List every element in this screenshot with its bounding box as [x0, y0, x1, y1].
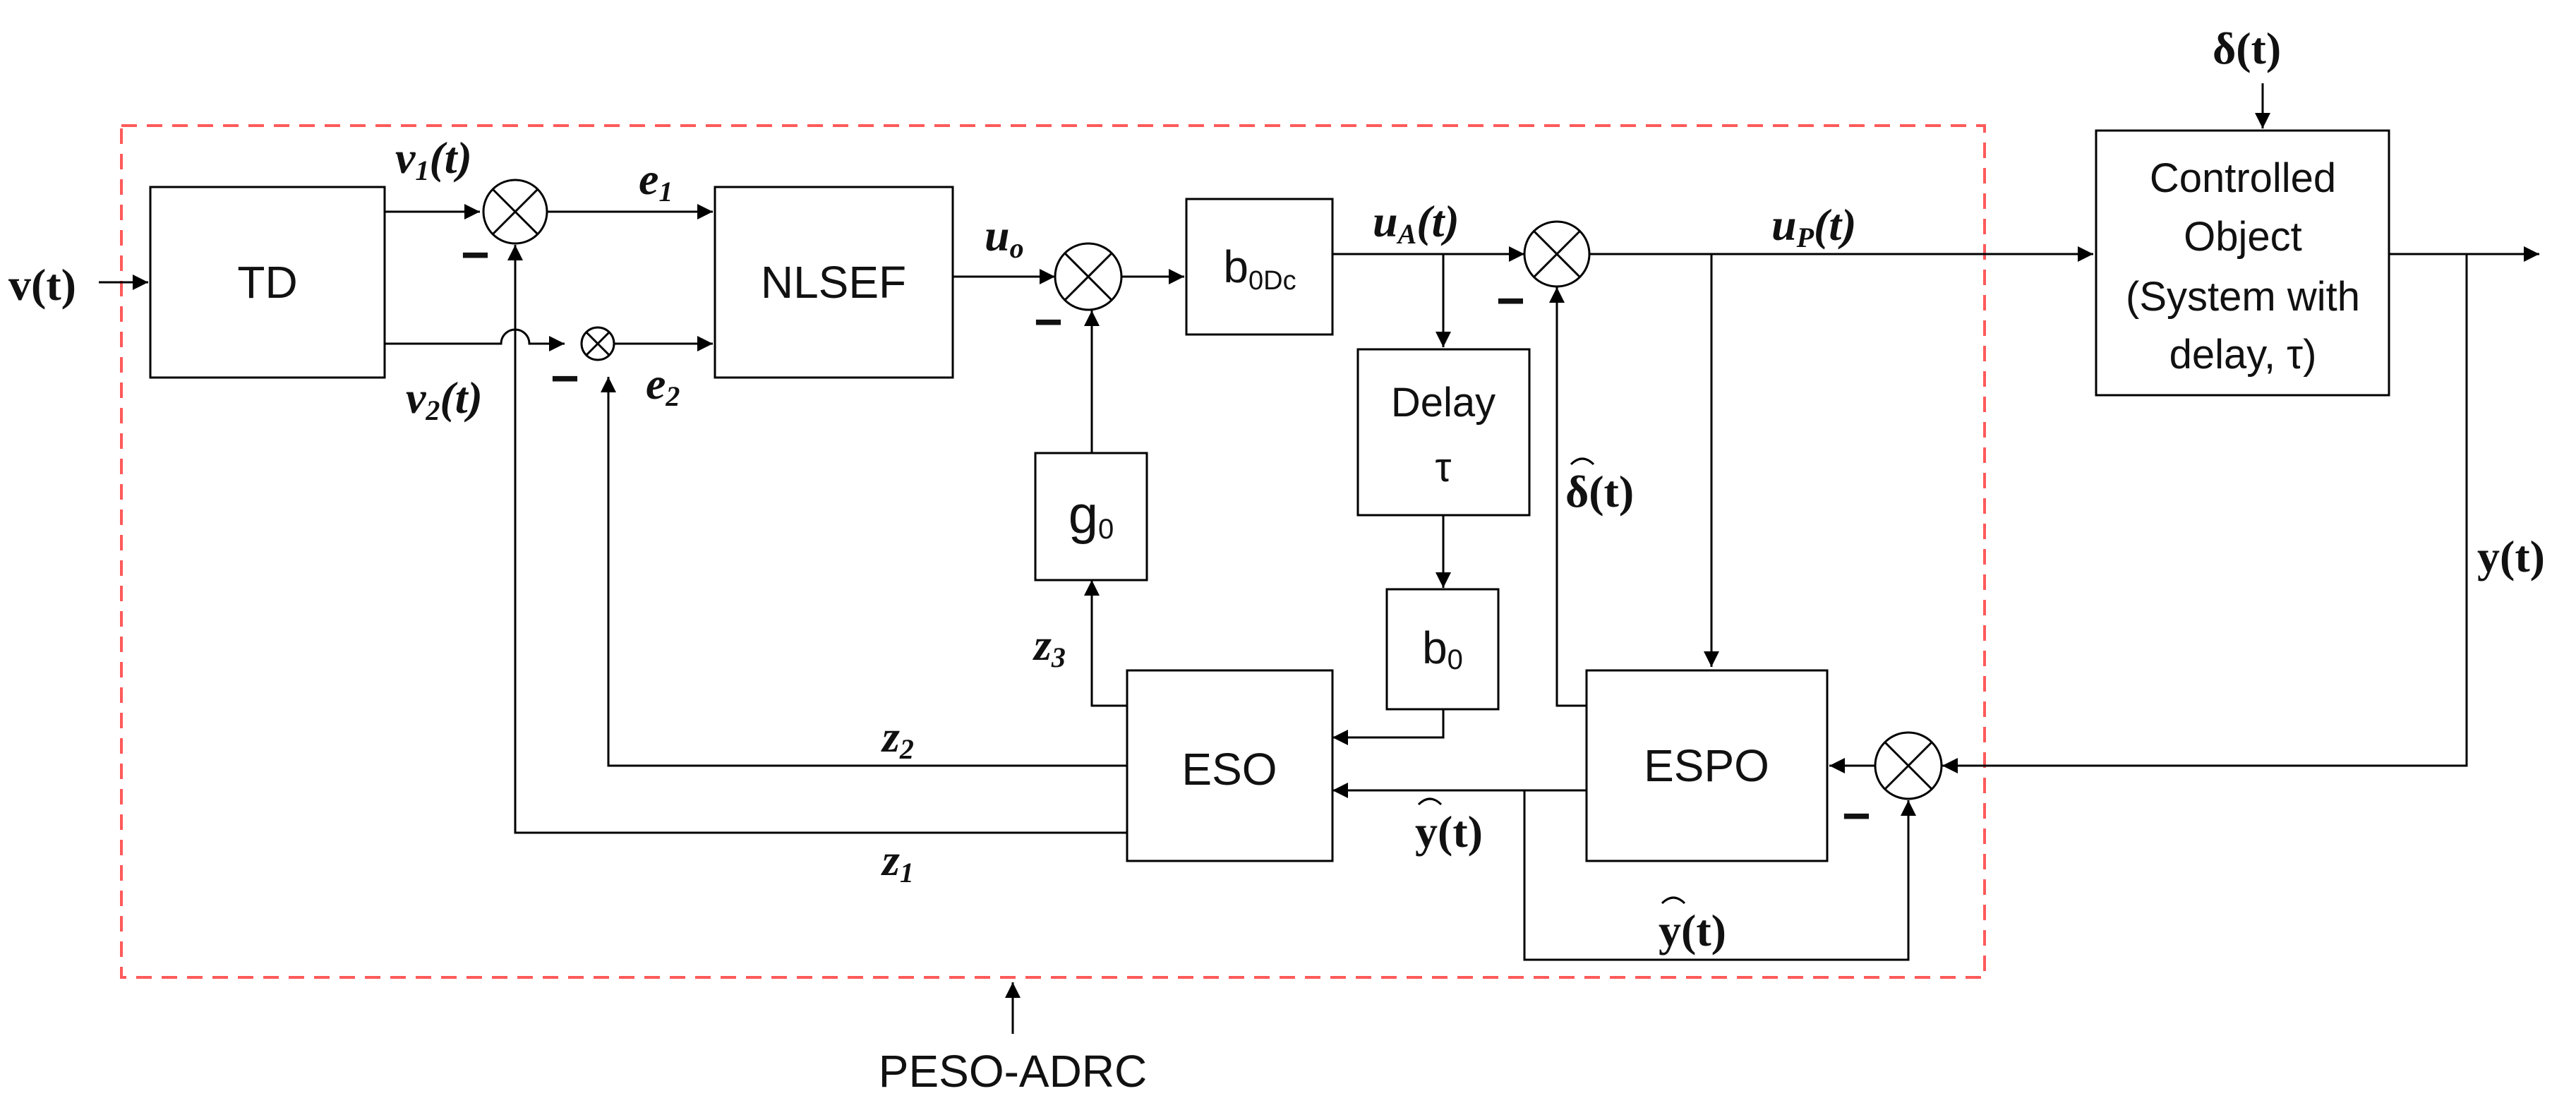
signal-z1: z1: [881, 835, 914, 888]
signal-y-hat-1: y(t): [1415, 797, 1483, 857]
minus-sign-3: −: [1034, 294, 1063, 349]
signal-y-hat-2: y(t): [1659, 896, 1726, 956]
minus-sign-4: −: [1496, 273, 1525, 328]
b0dc-block: b0Dc: [1185, 198, 1334, 336]
signal-e1: e1: [639, 154, 673, 207]
nlsef-block: NLSEF: [714, 186, 954, 379]
signal-v-input: v(t): [8, 260, 76, 310]
signal-delta: δ(t): [2213, 23, 2281, 73]
signal-v2: v2(t): [406, 373, 483, 426]
signal-z3: z3: [1033, 620, 1066, 673]
controlled-object-block: Controlled Object (System with delay, τ): [2095, 129, 2390, 397]
plant-line-3: (System with: [2126, 274, 2360, 320]
peso-adrc-label: PESO-ADRC: [879, 1046, 1148, 1097]
nlsef-label: NLSEF: [761, 257, 906, 308]
delay-block: Delay τ: [1356, 348, 1531, 517]
g0-label: g0: [1069, 485, 1114, 545]
espo-label: ESPO: [1644, 740, 1769, 791]
signal-uo: uo: [985, 210, 1024, 264]
signal-delta-hat: δ(t): [1565, 457, 1634, 517]
plant-line-1: Controlled: [2150, 155, 2336, 201]
signal-ua: uA(t): [1373, 196, 1459, 250]
svg-text:y(t): y(t): [1659, 905, 1726, 956]
sum-junction-2: [580, 326, 615, 361]
signal-y: y(t): [2477, 531, 2545, 581]
signal-up: uP(t): [1771, 200, 1856, 253]
td-label: TD: [237, 257, 297, 308]
minus-sign-2: −: [550, 351, 579, 406]
b0-block: b0: [1385, 588, 1500, 711]
delay-label: Delay: [1391, 380, 1495, 426]
b0-label: b0: [1422, 622, 1463, 675]
svg-text:y(t): y(t): [1415, 807, 1483, 857]
peso-adrc-boundary: [120, 124, 1986, 979]
sum-junction-3: [1054, 242, 1123, 311]
svg-text:δ(t): δ(t): [1565, 466, 1634, 517]
delay-tau: τ: [1436, 445, 1452, 490]
b0dc-label: b0Dc: [1223, 241, 1296, 296]
plant-line-2: Object: [2184, 214, 2302, 260]
minus-sign-5: −: [1842, 788, 1871, 843]
signal-z2: z2: [881, 711, 914, 765]
eso-label: ESO: [1181, 744, 1277, 795]
sum-junction-4: [1523, 220, 1591, 288]
eso-block: ESO: [1126, 669, 1334, 862]
signal-e2: e2: [646, 358, 680, 412]
signal-v1: v1(t): [395, 133, 472, 186]
minus-sign-1: −: [461, 227, 490, 282]
espo-block: ESPO: [1585, 669, 1829, 862]
wires: [99, 83, 2539, 961]
g0-block: g0: [1034, 452, 1148, 581]
td-block: TD: [149, 186, 386, 379]
sum-junction-1: [482, 179, 548, 245]
plant-line-4: delay, τ): [2169, 332, 2317, 378]
sum-junction-5: [1874, 731, 1943, 800]
